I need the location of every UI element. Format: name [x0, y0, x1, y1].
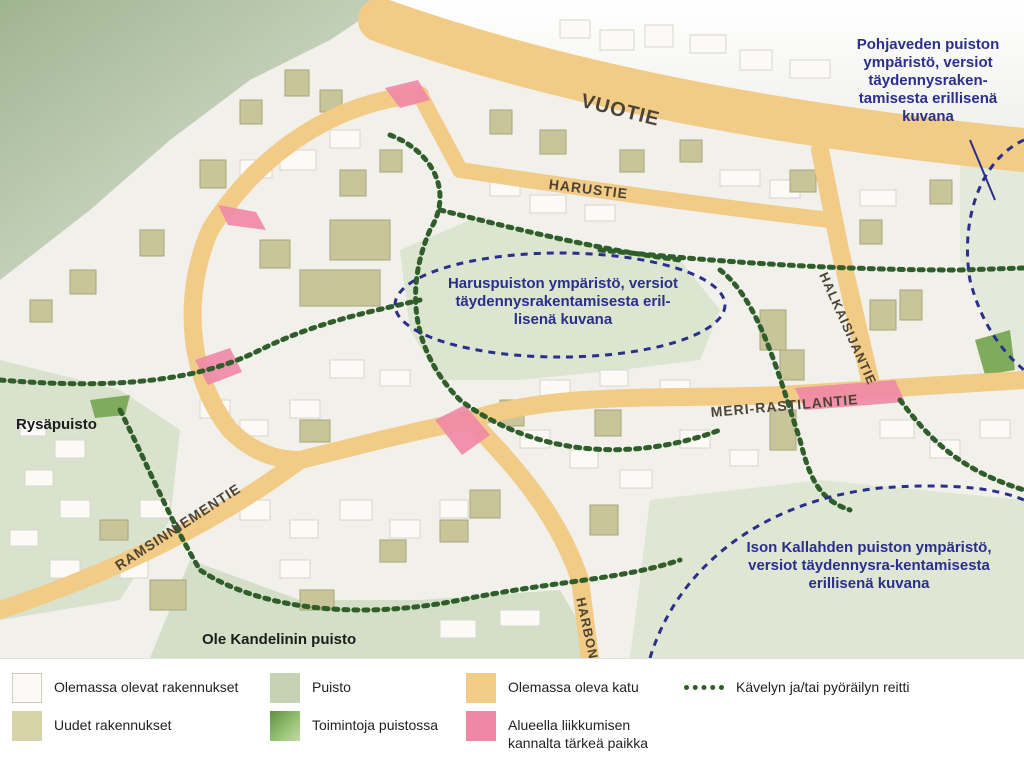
route-7 [437, 207, 683, 263]
street-harbon [461, 411, 599, 658]
routes [0, 132, 1024, 613]
park-ison-kallahden [630, 480, 1024, 658]
note-area-pohjavesi [966, 138, 1024, 372]
note-pointer-line [969, 139, 996, 201]
legend-item-new-buildings: Uudet rakennukset [12, 711, 172, 741]
streets [0, 0, 1024, 658]
legend-item-park-activities: Toimintoja puistossa [270, 711, 438, 741]
important-place-2 [218, 205, 266, 230]
legend-item-important-place: Alueella liikkumisen kannalta tärkeä pai… [466, 711, 678, 752]
note-label-ison-kallahden: Ison Kallahden puiston ympäristö, versio… [746, 539, 992, 592]
legend-swatch-important-place [466, 711, 496, 741]
legend-swatch-park-activities [270, 711, 300, 741]
street-meri-rastilantie [461, 371, 1024, 429]
route-3 [117, 407, 683, 613]
legend-swatch-existing-buildings [12, 673, 42, 703]
important-place-5 [795, 380, 905, 410]
park-pohjavesi [960, 130, 1024, 380]
map-canvas [0, 0, 1024, 658]
legend-label-existing-buildings: Olemassa olevat rakennukset [54, 679, 239, 695]
street-halkaisijantie [811, 141, 879, 389]
park-label-ole-kandelin: Ole Kandelinin puisto [202, 631, 357, 648]
legend-swatch-existing-street [466, 673, 496, 703]
legend-label-important-place: Alueella liikkumisen kannalta tärkeä pai… [508, 717, 649, 751]
legend-label-park: Puisto [312, 679, 351, 695]
important-place-4 [435, 405, 490, 455]
route-1 [387, 132, 723, 453]
map-area: VUOTIE HARUSTIE HALKAISIJANTIE MERI-RAST… [0, 0, 1024, 658]
route-2 [0, 297, 423, 387]
route-4 [717, 267, 853, 513]
legend-swatch-park [270, 673, 300, 703]
new-buildings [29, 69, 953, 611]
note-label-haruspuisto: Haruspuiston ympäristö, versiot täydenny… [447, 275, 679, 328]
important-places [195, 80, 905, 455]
park-activity-area-2 [975, 330, 1015, 375]
park-label-rysapuisto: Rysäpuisto [16, 416, 97, 433]
legend-label-new-buildings: Uudet rakennukset [54, 717, 172, 733]
street-harustie [452, 162, 838, 228]
legend-swatch-new-buildings [12, 711, 42, 741]
legend-item-existing-buildings: Olemassa olevat rakennukset [12, 673, 238, 703]
legend-label-existing-street: Olemassa oleva katu [508, 679, 639, 695]
legend-swatch-route [684, 685, 724, 690]
legend-label-route: Kävelyn ja/tai pyöräilyn reitti [736, 679, 910, 695]
street-vuotie [358, 0, 1024, 172]
legend-label-park-activities: Toimintoja puistossa [312, 717, 439, 733]
legend: Olemassa olevat rakennukset Uudet rakenn… [0, 658, 1024, 761]
note-area-ison-kallahden [648, 484, 1024, 658]
important-place-1 [385, 80, 430, 108]
legend-item-route: Kävelyn ja/tai pyöräilyn reitti [684, 673, 910, 696]
route-6 [897, 397, 1024, 493]
note-area-haruspuisto [393, 251, 727, 359]
street-ring-west [183, 86, 429, 469]
top-left-park [0, 0, 390, 280]
legend-item-existing-street: Olemassa oleva katu [466, 673, 639, 703]
street-link-north [412, 87, 468, 178]
street-ramsinniementie [0, 411, 479, 619]
note-label-pohjavesi: Pohjaveden puiston ympäristö, versiot tä… [856, 36, 1000, 125]
legend-item-park: Puisto [270, 673, 351, 703]
note-areas [393, 138, 1024, 658]
